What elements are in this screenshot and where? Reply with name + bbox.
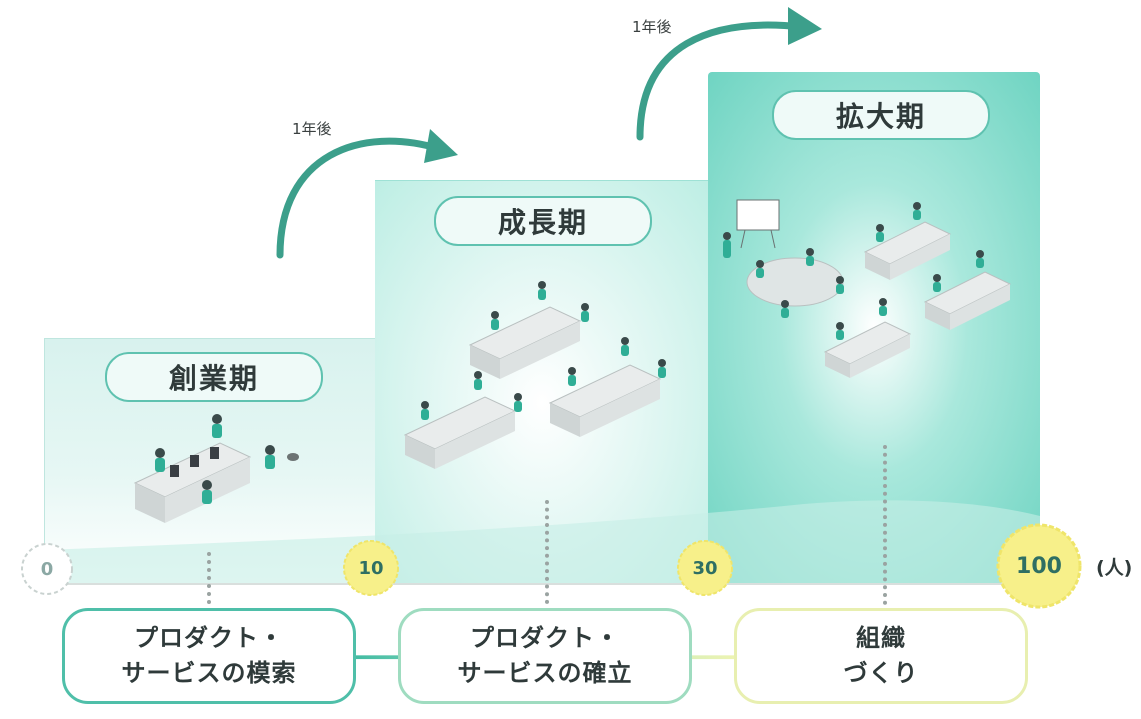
axis-badge-30: 30 xyxy=(676,539,734,597)
axis-tick-label: 0 xyxy=(40,558,54,580)
stage-label-growth: 成長期 xyxy=(434,196,652,246)
axis-badge-10: 10 xyxy=(342,539,400,597)
axis-tick-label: 10 xyxy=(358,557,384,579)
transition-arrow-1 xyxy=(276,129,458,259)
office-illustration-founding xyxy=(133,414,299,523)
headcount-axis xyxy=(44,583,1040,585)
phase-line-1: プロダクト・ xyxy=(470,624,620,653)
connector-dots-1 xyxy=(207,552,215,604)
office-illustration-growth xyxy=(403,281,666,469)
connector-dots-3 xyxy=(883,445,891,605)
axis-unit-label: (人) xyxy=(1096,557,1133,579)
office-illustration-expansion xyxy=(723,199,1012,378)
stage-label-founding: 創業期 xyxy=(105,352,323,402)
phase-box-organization: 組織 づくり xyxy=(734,608,1028,704)
transition-label-1: 1年後 xyxy=(292,120,332,138)
connector-dots-2 xyxy=(545,500,553,604)
phase-box-explore: プロダクト・ サービスの模索 xyxy=(62,608,356,704)
axis-badge-100: 100 xyxy=(995,522,1083,610)
phase-line-2: サービスの模索 xyxy=(121,659,297,687)
phase-line-1: 組織 xyxy=(856,624,906,653)
phase-box-establish: プロダクト・ サービスの確立 xyxy=(398,608,692,704)
phase-line-1: プロダクト・ xyxy=(134,624,284,653)
wave-overlay xyxy=(44,500,1040,583)
phase-line-2: サービスの確立 xyxy=(457,659,633,687)
transition-label-2: 1年後 xyxy=(632,18,672,36)
stage-label-expansion: 拡大期 xyxy=(772,90,990,140)
axis-tick-label: 30 xyxy=(692,557,718,579)
axis-badge-0: 0 xyxy=(19,541,75,597)
axis-tick-label: 100 xyxy=(1016,553,1062,579)
transition-arrow-2 xyxy=(636,7,822,141)
phase-line-2: づくり xyxy=(843,659,919,687)
